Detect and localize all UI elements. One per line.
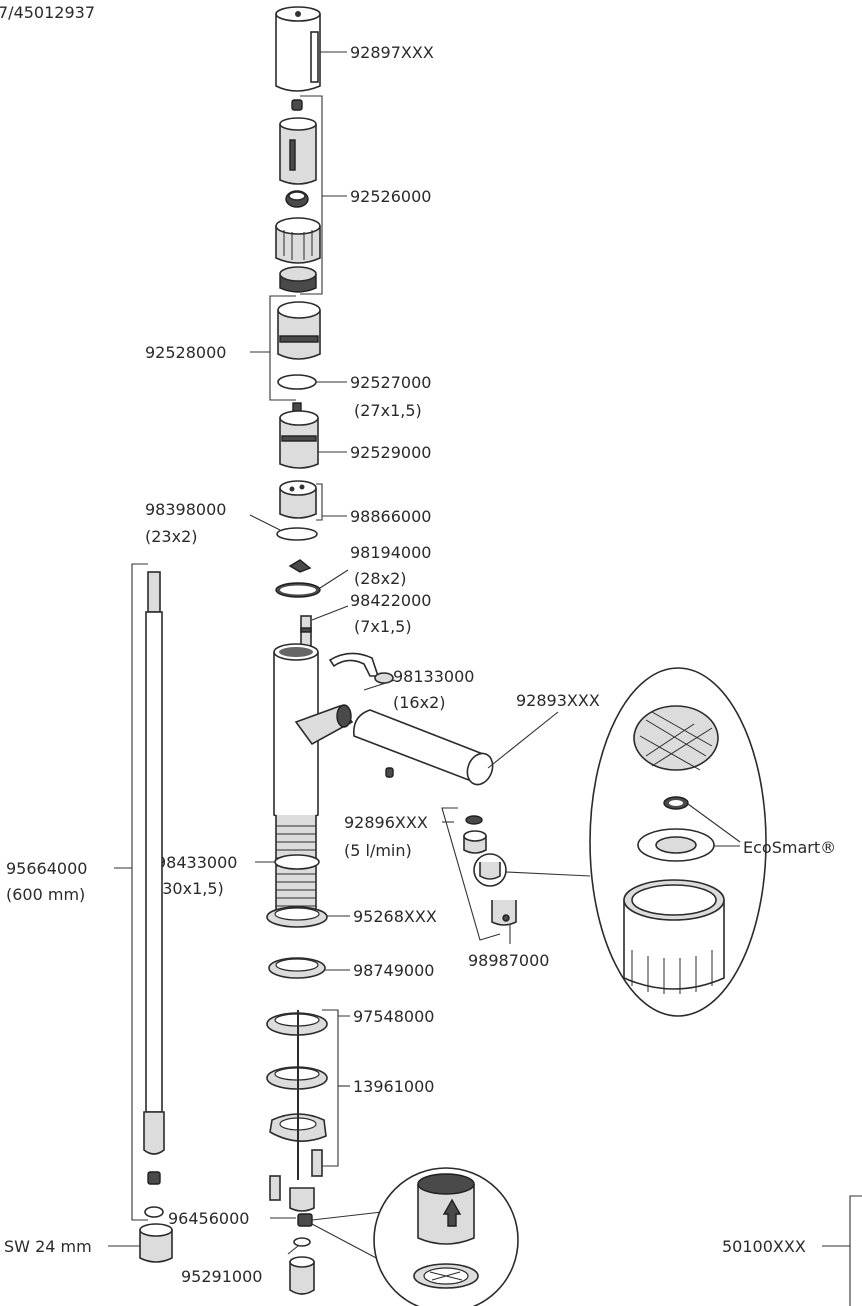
washer-98749 — [268, 957, 326, 979]
valve-head-part — [279, 480, 317, 519]
handle-cap-part — [275, 6, 321, 92]
oring-23x2 — [276, 527, 318, 541]
label-50100: 50100XXX — [722, 1237, 806, 1256]
threaded-rod — [269, 1010, 323, 1212]
adapter-part — [279, 117, 317, 185]
label-95664-len: (600 mm) — [6, 885, 85, 904]
label-98866: 98866000 — [350, 507, 431, 526]
label-92529: 92529000 — [350, 443, 431, 462]
oring-30x1-5 — [274, 854, 320, 870]
spring-part — [285, 190, 309, 208]
pin-part — [300, 615, 312, 647]
label-sw24: SW 24 mm — [4, 1237, 92, 1256]
document-reference: 7/45012937 — [0, 3, 95, 22]
label-92896-flow: (5 l/min) — [344, 841, 412, 860]
filter-insert-part — [297, 1213, 313, 1227]
label-98398-dim: (23x2) — [145, 527, 198, 546]
strainer-part — [293, 1237, 311, 1247]
label-92527-dim: (27x1,5) — [354, 401, 422, 420]
retaining-clip-part — [328, 652, 394, 684]
label-ecosmart: EcoSmart® — [743, 838, 836, 857]
label-95291: 95291000 — [181, 1267, 262, 1286]
label-98133: 98133000 — [393, 667, 474, 686]
label-98987: 98987000 — [468, 951, 549, 970]
label-97548: 97548000 — [353, 1007, 434, 1026]
oring-27x1-5 — [277, 374, 317, 390]
thermo-element-part — [277, 301, 321, 360]
label-92897: 92897XXX — [350, 43, 434, 62]
faucet-body — [273, 643, 354, 921]
label-92527: 92527000 — [350, 373, 431, 392]
spring-clip-part — [288, 559, 312, 573]
hose-nut-part — [139, 1223, 173, 1263]
label-92528: 92528000 — [145, 343, 226, 362]
sleeve-part — [275, 217, 321, 264]
screw-part — [291, 99, 303, 111]
label-98422: 98422000 — [350, 591, 431, 610]
label-98194: 98194000 — [350, 543, 431, 562]
label-13961: 13961000 — [353, 1077, 434, 1096]
ceramic-cartridge-part — [279, 402, 319, 469]
label-98749: 98749000 — [353, 961, 434, 980]
aerator-group — [463, 815, 517, 926]
label-92896: 92896XXX — [344, 813, 428, 832]
label-98433-dim: (30x1,5) — [156, 879, 224, 898]
label-98422-dim: (7x1,5) — [354, 617, 412, 636]
label-95268: 95268XXX — [353, 907, 437, 926]
ring-nut-part — [279, 266, 317, 293]
label-92526: 92526000 — [350, 187, 431, 206]
connector-nut-part — [289, 1256, 315, 1295]
label-95664: 95664000 — [6, 859, 87, 878]
label-98194-dim: (28x2) — [354, 569, 407, 588]
ecosmart-callout — [589, 667, 767, 1017]
label-98133-dim: (16x2) — [393, 693, 446, 712]
label-92893: 92893XXX — [516, 691, 600, 710]
washer-95268 — [266, 906, 328, 928]
flex-hose — [143, 571, 165, 1218]
label-98398: 98398000 — [145, 500, 226, 519]
label-96456: 96456000 — [168, 1209, 249, 1228]
label-98433: 98433000 — [156, 853, 237, 872]
filter-callout — [373, 1167, 519, 1306]
spout-part — [353, 709, 494, 786]
